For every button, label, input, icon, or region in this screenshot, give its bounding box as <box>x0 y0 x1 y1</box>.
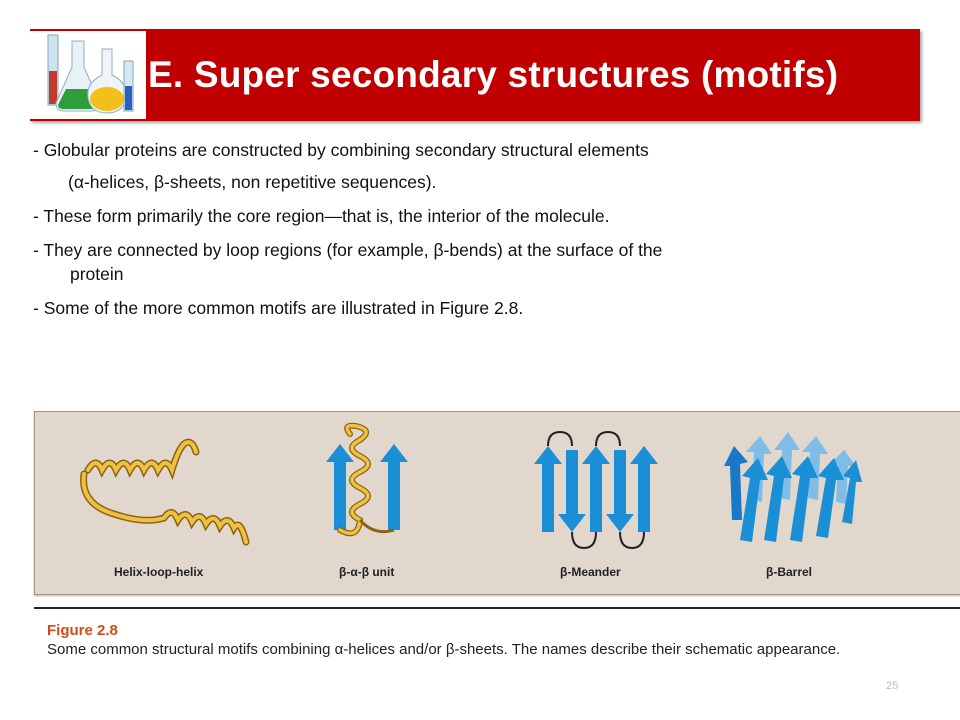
beta-meander-diagram <box>534 430 658 550</box>
page-number: 25 <box>886 680 899 692</box>
beta-barrel-diagram <box>724 432 862 542</box>
caption-divider <box>34 607 960 609</box>
bullet-item: - Some of the more common motifs are ill… <box>33 298 524 318</box>
bullet-list: - Globular proteins are constructed by c… <box>33 138 913 330</box>
label-helix-loop-helix: Helix-loop-helix <box>114 565 204 579</box>
figure-caption-title: Figure 2.8 <box>47 622 118 639</box>
lab-flasks-icon <box>28 31 146 119</box>
bullet-line: - They are connected by loop regions (fo… <box>33 240 663 260</box>
figure-caption-text: Some common structural motifs combining … <box>47 641 841 658</box>
label-beta-barrel: β-Barrel <box>766 565 813 579</box>
bullet-item: (α-helices, β-sheets, non repetitive seq… <box>68 172 437 192</box>
bullet-item: - These form primarily the core region—t… <box>33 206 610 226</box>
label-beta-alpha-beta: β-α-β unit <box>339 565 395 579</box>
figure-caption: Figure 2.8 Some common structural motifs… <box>47 622 927 658</box>
label-beta-meander: β-Meander <box>560 565 621 579</box>
bullet-line-continued: protein <box>70 264 124 284</box>
slide-title: E. Super secondary structures (motifs) <box>148 54 839 95</box>
beta-alpha-beta-diagram <box>326 422 408 537</box>
helix-loop-helix-diagram <box>80 438 250 546</box>
bullet-item: - Globular proteins are constructed by c… <box>33 140 649 160</box>
bullet-item: - They are connected by loop regions (fo… <box>33 238 913 286</box>
title-bar <box>30 29 920 121</box>
